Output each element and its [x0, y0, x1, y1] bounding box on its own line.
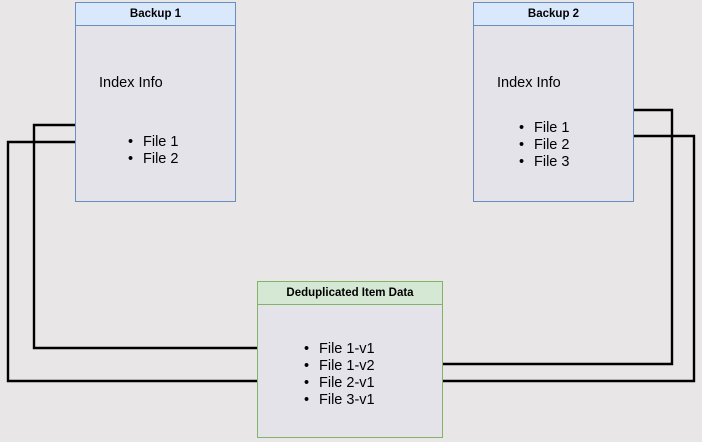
node-deduplicated-item-data-body: File 1-v1 File 1-v2 File 2-v1 File 3-v1 [258, 305, 442, 437]
dedup-item[interactable]: File 2-v1 [304, 375, 375, 392]
backup-1-file-item[interactable]: File 2 [128, 151, 178, 168]
backup-2-file-list: File 1 File 2 File 3 [519, 120, 569, 171]
node-backup-2[interactable]: Backup 2 Index Info File 1 File 2 File 3 [473, 2, 634, 202]
node-backup-1[interactable]: Backup 1 Index Info File 1 File 2 [75, 2, 236, 202]
dedup-item[interactable]: File 3-v1 [304, 392, 375, 409]
backup-2-file-item[interactable]: File 2 [519, 137, 569, 154]
dedup-item[interactable]: File 1-v2 [304, 358, 375, 375]
backup-1-file-item[interactable]: File 1 [128, 134, 178, 151]
node-deduplicated-item-data[interactable]: Deduplicated Item Data File 1-v1 File 1-… [257, 281, 443, 438]
backup-1-index-info-label: Index Info [99, 75, 163, 91]
dedup-item[interactable]: File 1-v1 [304, 341, 375, 358]
node-backup-1-title: Backup 1 [76, 3, 235, 26]
node-backup-1-body: Index Info File 1 File 2 [76, 26, 235, 201]
backup-1-file-list: File 1 File 2 [128, 134, 178, 168]
backup-2-file-item[interactable]: File 1 [519, 120, 569, 137]
node-backup-2-title: Backup 2 [474, 3, 633, 26]
backup-2-file-item[interactable]: File 3 [519, 154, 569, 171]
dedup-item-list: File 1-v1 File 1-v2 File 2-v1 File 3-v1 [304, 341, 375, 409]
backup-2-index-info-label: Index Info [497, 75, 561, 91]
node-deduplicated-item-data-title: Deduplicated Item Data [258, 282, 442, 305]
node-backup-2-body: Index Info File 1 File 2 File 3 [474, 26, 633, 201]
